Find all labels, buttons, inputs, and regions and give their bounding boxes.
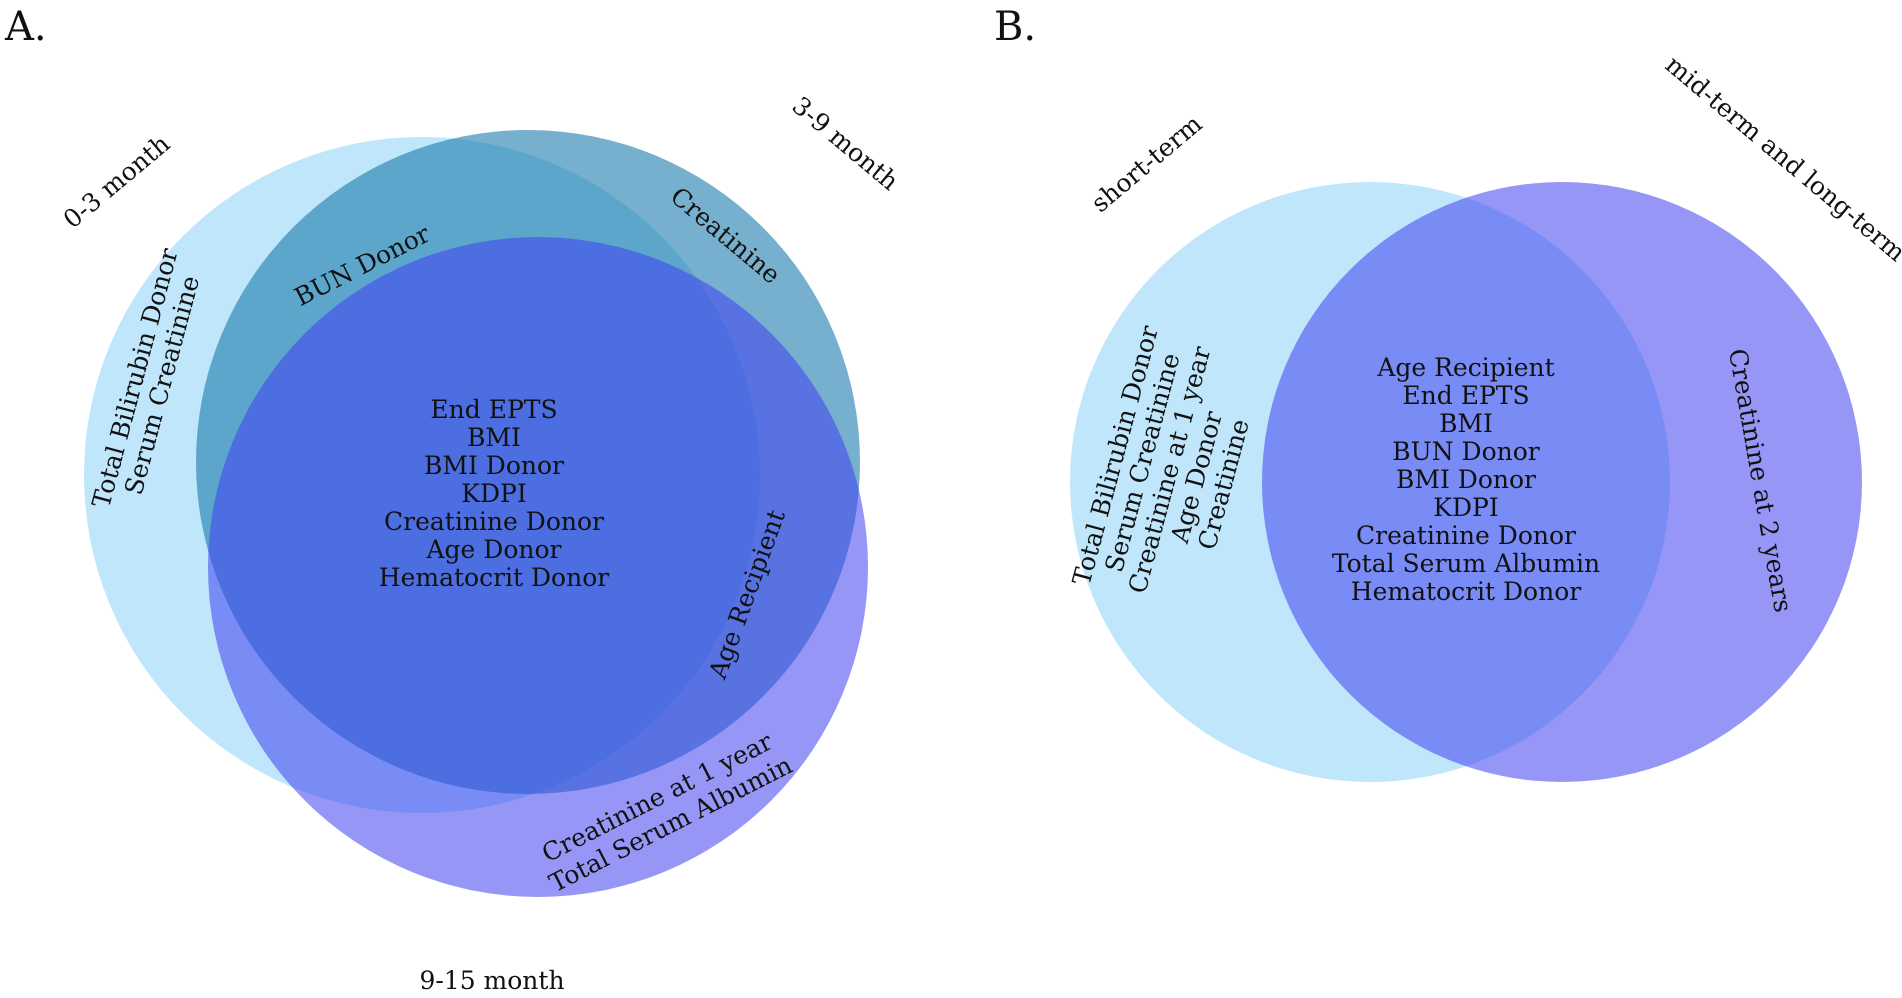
region-item: BUN Donor (1392, 437, 1540, 466)
panel-a-label: A. (4, 4, 47, 50)
region-item: Hematocrit Donor (379, 563, 609, 592)
region-item: Age Recipient (1376, 353, 1554, 382)
region-item: Total Serum Albumin (1332, 549, 1600, 578)
region-item: Creatinine Donor (1356, 521, 1576, 550)
region-item: Age Donor (426, 535, 562, 564)
set-label-9-15-month: 9-15 month (419, 966, 564, 995)
region-item: End EPTS (430, 395, 557, 424)
region-overlap-all: End EPTS BMI BMI Donor KDPI Creatinine D… (379, 395, 609, 592)
region-overlap-short-and-mid-long: Age Recipient End EPTS BMI BUN Donor BMI… (1332, 353, 1600, 606)
region-item: Creatinine Donor (384, 507, 604, 536)
set-circle-9-15-month (208, 237, 868, 897)
set-label-0-3-month: 0-3 month (58, 129, 176, 234)
set-label-short-term: short-term (1086, 109, 1208, 218)
region-item: BMI (1439, 409, 1493, 438)
panel-a: A. 0-3 month 3-9 month 9-15 month Total … (4, 4, 904, 995)
set-label-3-9-month: 3-9 month (787, 91, 905, 196)
panel-b: B. short-term mid-term and long-term Tot… (994, 4, 1902, 782)
panel-b-label: B. (994, 4, 1036, 50)
region-item: KDPI (461, 479, 526, 508)
region-item: End EPTS (1402, 381, 1529, 410)
region-item: BMI Donor (1396, 465, 1536, 494)
region-item: KDPI (1433, 493, 1498, 522)
region-item: Hematocrit Donor (1351, 577, 1581, 606)
region-item: BMI Donor (424, 451, 564, 480)
region-item: BMI (467, 423, 521, 452)
set-circle-mid-term-and-long-term (1262, 182, 1862, 782)
